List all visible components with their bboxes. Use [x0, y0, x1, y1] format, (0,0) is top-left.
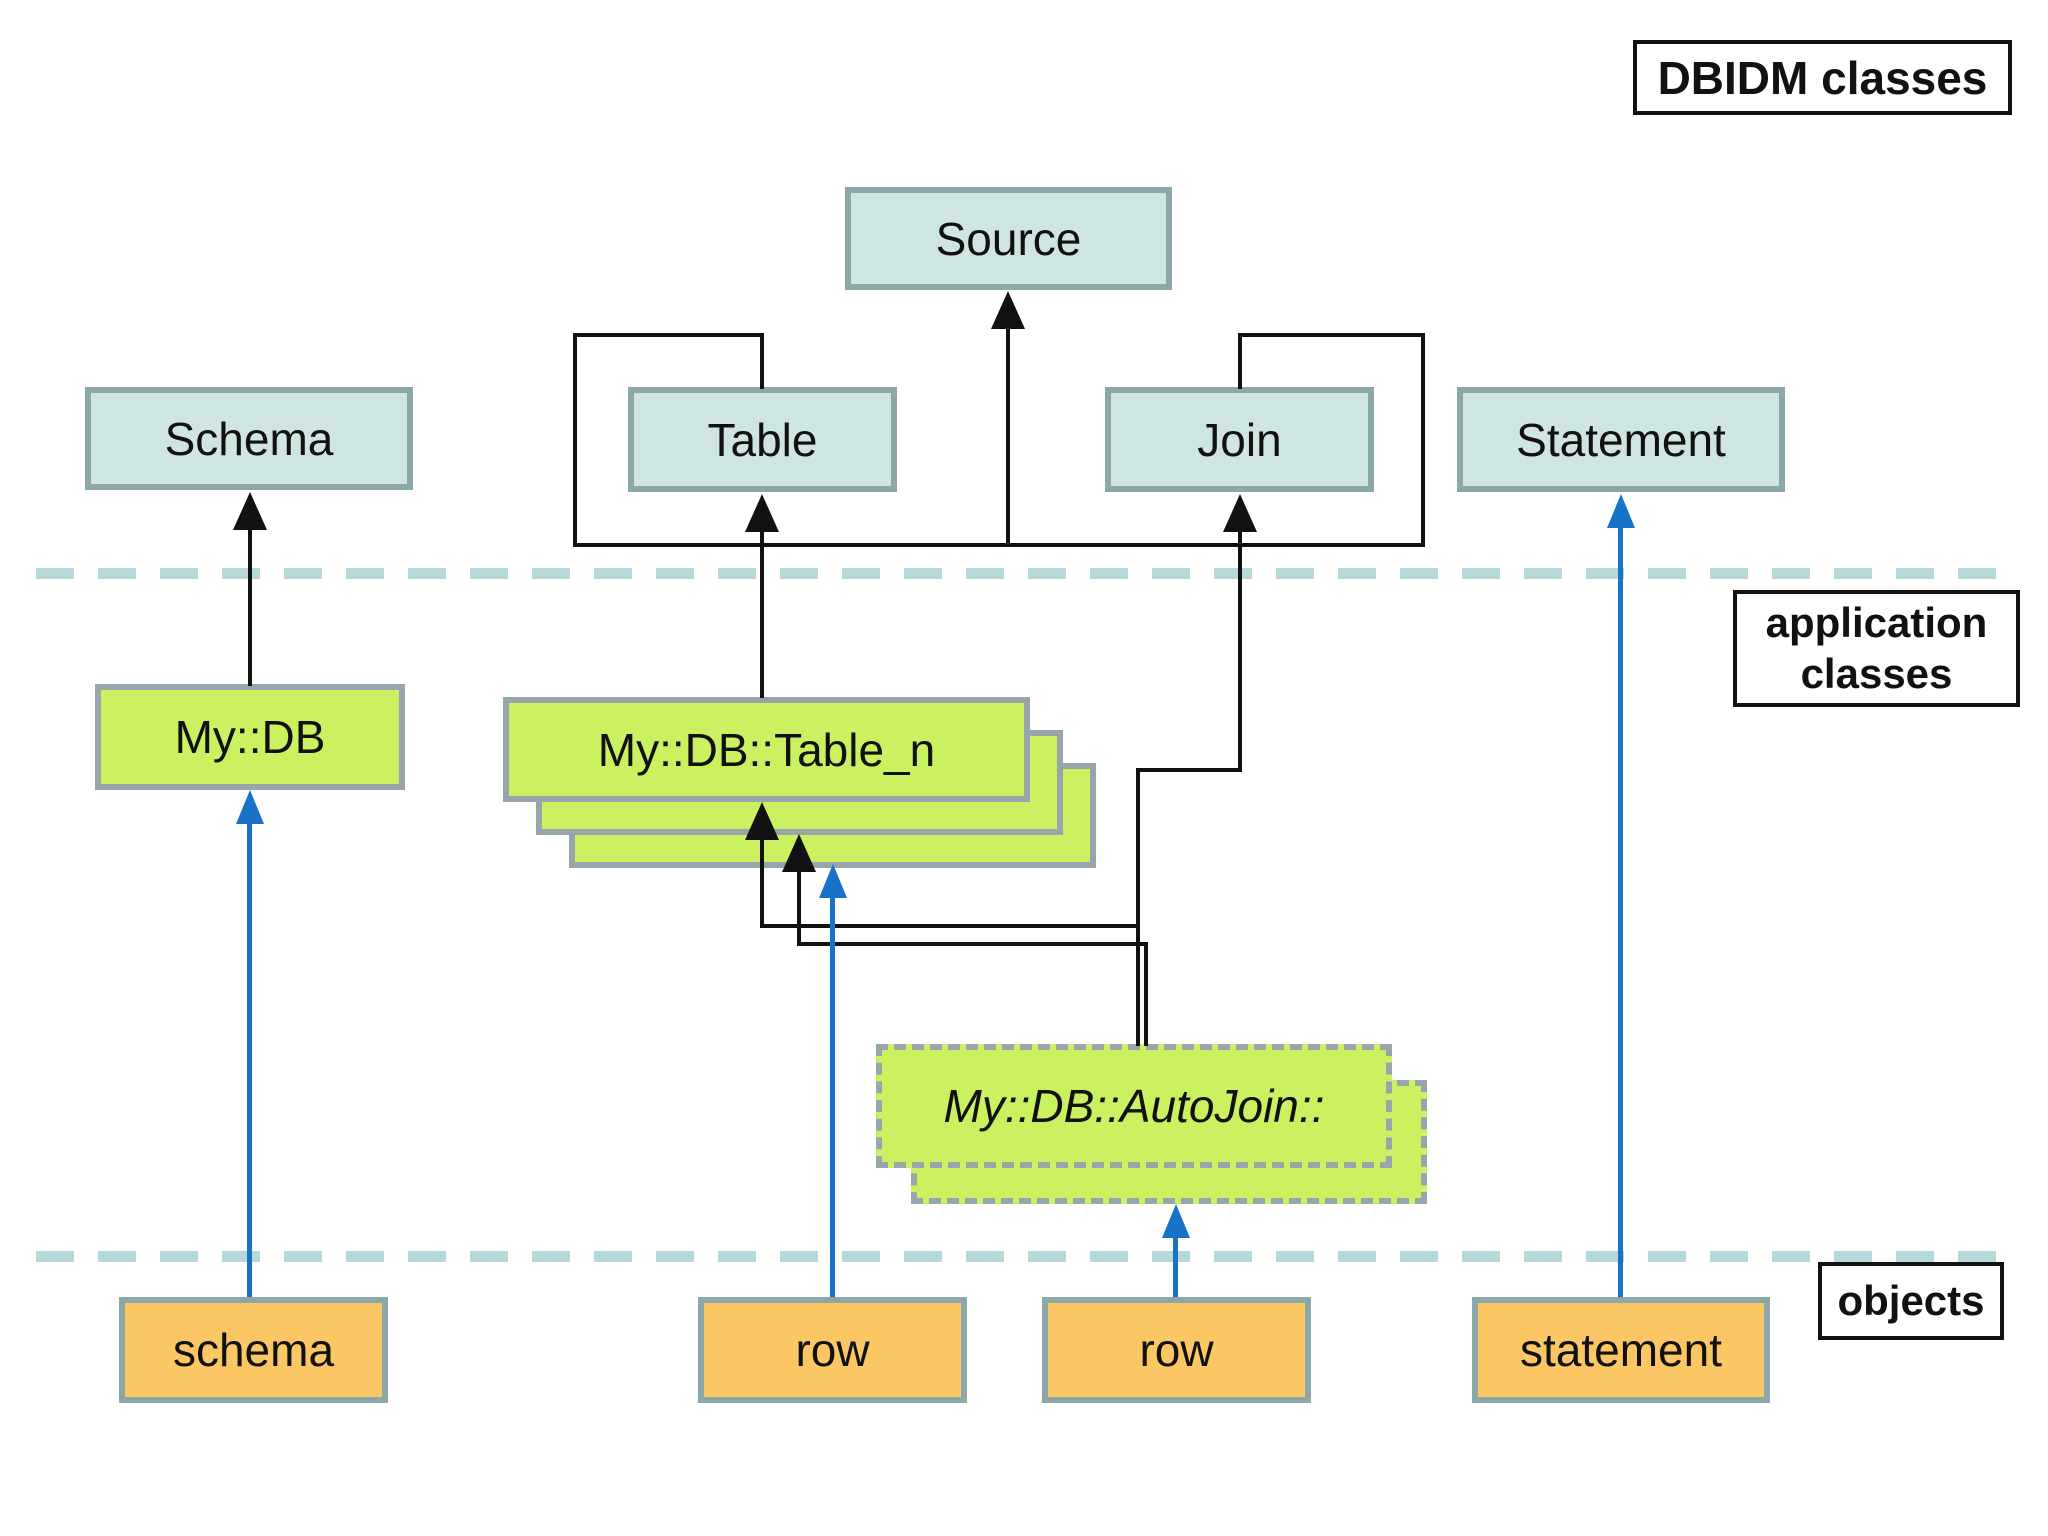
- edge-autojoin-trunk2: [1144, 942, 1148, 1046]
- node-source: Source: [845, 187, 1172, 290]
- edge-autojoin-to-tablen-leg1: [760, 838, 764, 928]
- edge-autojoin-to-join: [1238, 530, 1242, 772]
- object-statement: statement: [1472, 1297, 1770, 1403]
- layer-separator-top: [36, 568, 2014, 579]
- edge-join-loop-top: [1238, 333, 1425, 337]
- object-row-left: row: [698, 1297, 967, 1403]
- edge-autojoin-to-tablen-h1: [760, 924, 1140, 928]
- arrowhead-into-statement: [1607, 494, 1635, 528]
- object-row-right: row: [1042, 1297, 1311, 1403]
- objects-label: objects: [1818, 1262, 2004, 1340]
- instance-edge-row-to-autojoin: [1173, 1238, 1178, 1297]
- edge-bus-to-source: [1006, 328, 1010, 547]
- node-my-db-table-n: My::DB::Table_n: [503, 697, 1030, 802]
- edge-tablen-to-table: [760, 530, 764, 698]
- application-classes-label: application classes: [1733, 590, 2020, 707]
- arrowhead-into-tablen-middle: [782, 834, 816, 872]
- instance-edge-statement-to-statement: [1618, 528, 1623, 1297]
- instance-edge-schema-to-mydb: [247, 824, 252, 1297]
- arrowhead-into-join: [1223, 494, 1257, 532]
- edge-join-loop-drop: [1238, 335, 1242, 389]
- dbidm-classes-label: DBIDM classes: [1633, 40, 2012, 115]
- arrowhead-into-autojoin: [1162, 1204, 1190, 1238]
- edge-table-loop-left: [573, 333, 577, 547]
- edge-autojoin-to-tablen-h2: [797, 942, 1148, 946]
- edge-autojoin-trunk: [1136, 768, 1140, 1046]
- node-my-db: My::DB: [95, 684, 405, 790]
- layer-separator-bottom: [36, 1251, 2014, 1262]
- node-join: Join: [1105, 387, 1374, 492]
- node-schema: Schema: [85, 387, 413, 490]
- arrowhead-into-tablen-back: [819, 864, 847, 898]
- edge-autojoin-jog: [1136, 768, 1242, 772]
- instance-edge-row-to-tablen: [830, 898, 835, 1297]
- edge-autojoin-to-tablen-leg2: [797, 870, 801, 946]
- node-table: Table: [628, 387, 897, 492]
- node-my-db-autojoin: My::DB::AutoJoin::: [876, 1044, 1392, 1168]
- edge-join-loop-right: [1421, 333, 1425, 547]
- edge-mydb-to-schema: [248, 530, 252, 686]
- object-schema: schema: [119, 1297, 388, 1403]
- edge-source-bus: [573, 543, 1425, 547]
- arrowhead-into-table: [745, 494, 779, 532]
- arrowhead-into-tablen-front: [745, 802, 779, 840]
- arrowhead-into-schema: [233, 492, 267, 530]
- edge-table-loop-top: [573, 333, 764, 337]
- arrowhead-into-mydb: [236, 790, 264, 824]
- node-statement: Statement: [1457, 387, 1785, 492]
- arrowhead-into-source: [991, 291, 1025, 329]
- edge-table-loop-drop: [760, 335, 764, 389]
